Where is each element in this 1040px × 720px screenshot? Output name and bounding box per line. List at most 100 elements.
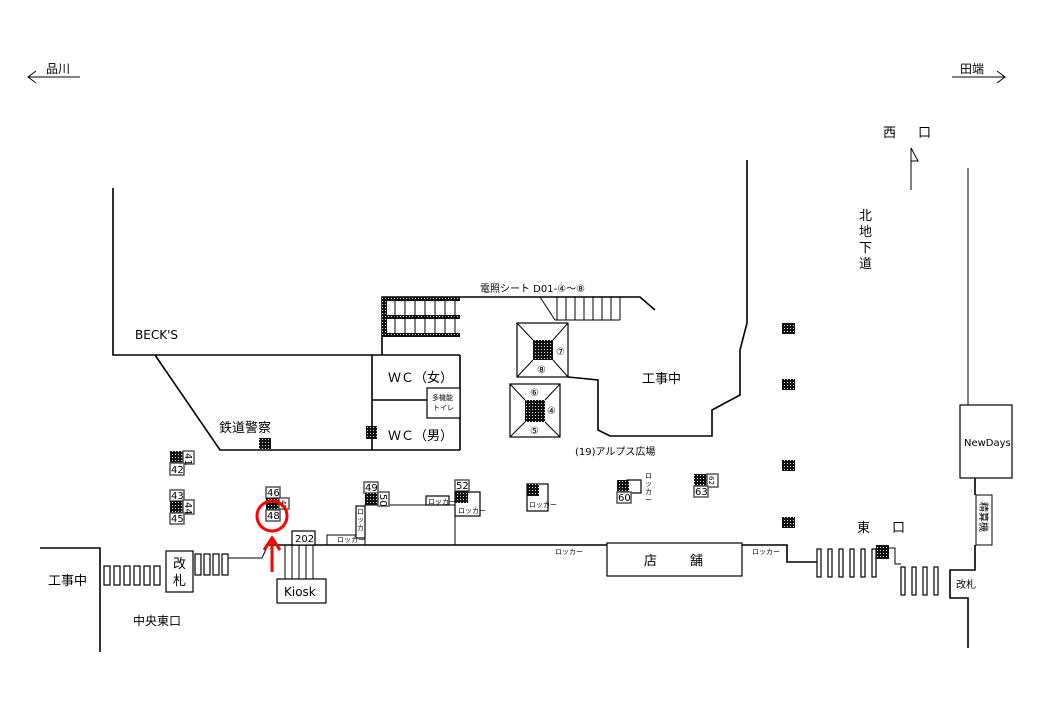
pillar-marker [366, 426, 377, 439]
pillar-number-50: 50 [377, 494, 388, 507]
pillar-number-46: 46 [267, 488, 280, 499]
pillar-marker [782, 379, 795, 390]
locker-v-4: ー [645, 496, 652, 504]
pillar-number-63: 63 [695, 487, 708, 498]
concourse-wall [268, 544, 817, 563]
pillar-number-62: 62 [707, 476, 715, 485]
north-underpass-3: 下 [859, 241, 872, 256]
pillar-marker [259, 438, 271, 449]
kiosk [276, 578, 327, 604]
fare-machine [975, 494, 993, 546]
pillar-marker [782, 517, 795, 528]
gate-rail [228, 544, 269, 559]
alps-plaza-label: (19)アルプス広場 [575, 445, 655, 458]
construction-left-label: 工事中 [48, 574, 87, 589]
locker-label: ロッカー [752, 548, 780, 556]
pillar-41-42: 41 42 [169, 450, 195, 476]
pillar-49-50: 49 50 [363, 481, 390, 507]
pillar-62-63: 62 63 [693, 473, 719, 498]
kiosk-label: Kiosk [284, 585, 316, 599]
pillar-60: 60 [616, 480, 632, 504]
sign-position-7: ⑦ [556, 347, 565, 358]
locker-label: ロッカー [428, 498, 456, 506]
pillar-number-44: 44 [182, 502, 193, 515]
ticket-gates-central-right [194, 553, 229, 576]
locker-label: ロッカー [555, 548, 583, 556]
target-highlight [255, 499, 289, 572]
locker-v-1: ロ [645, 472, 652, 480]
sign-sheet-label: 電照シート D01-④～⑧ [480, 283, 585, 295]
central-east-exit-label: 中央東口 [133, 613, 181, 628]
pillar-number-49: 49 [365, 483, 378, 494]
gate-left-label-1: 改 [173, 557, 186, 572]
ticket-gates-central-left [103, 565, 161, 586]
multi-toilet-label-2: トイレ [433, 404, 454, 412]
wc-female-label: ＷＣ（女） [388, 370, 453, 386]
store-label-1: 店 [644, 554, 657, 569]
sign-position-4: ④ [547, 406, 556, 417]
becks-label: BECK'S [135, 328, 178, 342]
multi-toilet-label-1: 多機能 [432, 393, 453, 402]
locker [425, 495, 450, 506]
construction-label: 工事中 [642, 372, 681, 387]
fare-machine-label: 精算機 [977, 502, 990, 532]
locker-v-2: ッ [645, 480, 652, 488]
sign-position-5: ⑤ [530, 426, 539, 437]
ticket-gate-booth [165, 550, 194, 593]
north-underpass-4: 道 [859, 257, 872, 272]
north-underpass-2: 地 [859, 225, 872, 240]
pillar-number-43: 43 [171, 491, 184, 502]
pillar-202 [291, 530, 316, 546]
stairs-right [539, 296, 621, 321]
wall-construction [567, 160, 748, 437]
direction-shinagawa: 品川 [27, 62, 80, 84]
wall-left-building [112, 188, 460, 356]
direction-right-label: 田端 [960, 62, 984, 76]
flag-icon [910, 147, 919, 190]
locker-v-3: カ [357, 524, 364, 532]
gate-right-label: 改札 [956, 578, 976, 591]
wall-police [154, 354, 460, 451]
newdays-store [959, 404, 1013, 479]
pillar-marker [782, 323, 795, 334]
pillar-number-48: 48 [267, 511, 280, 522]
stairs-left [382, 297, 460, 337]
railway-police-label: 鉄道警察 [219, 420, 271, 436]
pillar-number-41: 41 [182, 453, 193, 466]
locker-v-1: ロ [357, 508, 364, 516]
multi-function-toilet [426, 387, 461, 419]
north-underpass-1: 北 [859, 209, 872, 224]
pillar-number-52: 52 [456, 481, 469, 492]
ticket-gates-east [816, 548, 939, 596]
east-exit-label-1: 東 [857, 520, 870, 536]
east-exit-label-2: 口 [892, 521, 905, 536]
pillar-number-60: 60 [618, 493, 631, 504]
sign-position-8: ⑧ [537, 365, 546, 376]
pillar-number-45: 45 [171, 514, 184, 525]
west-exit-label-2: 口 [918, 126, 931, 141]
pillar-number-202: 202 [295, 534, 314, 545]
sign-column-lower: ⑥ ④ ⑤ [509, 383, 561, 438]
locker-box [626, 479, 642, 494]
locker-vertical [355, 505, 366, 539]
pillar-52: 52 [454, 479, 470, 503]
highlight-circle [255, 499, 289, 533]
sign-position-6: ⑥ [530, 388, 539, 399]
west-exit-label-1: 西 [883, 126, 896, 141]
sign-column-upper: ⑦ ⑧ [516, 322, 569, 378]
pillar-marker [876, 545, 889, 559]
locker-label: ロッカー [529, 501, 557, 509]
pillar-marker [782, 460, 795, 471]
wc-male-label: ＷＣ（男） [388, 429, 453, 444]
pillar-number-42: 42 [171, 465, 184, 476]
wall-left [40, 547, 101, 652]
direction-left-label: 品川 [46, 62, 70, 76]
locker-label: ロッカー [337, 536, 365, 544]
locker-v-3: カ [645, 488, 652, 496]
gate-divider [889, 547, 901, 565]
newdays-label: NewDays [964, 438, 1011, 449]
store [606, 542, 743, 577]
direction-tabata: 田端 [952, 62, 1006, 84]
pillar-marker [527, 484, 539, 496]
